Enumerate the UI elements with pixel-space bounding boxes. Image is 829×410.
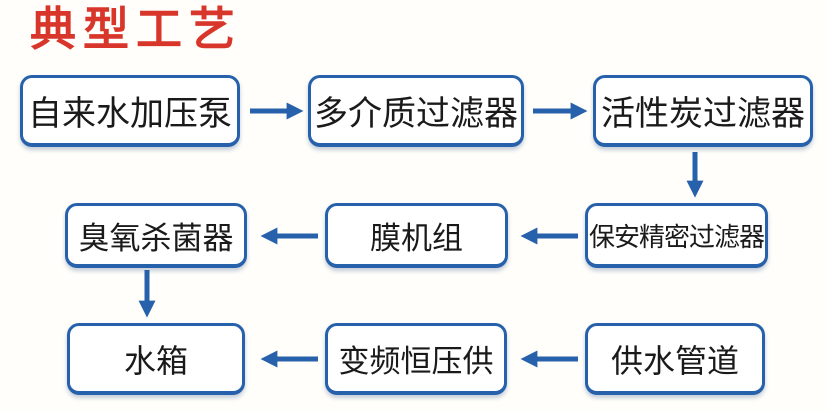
node-water-supply-pipe: 供水管道: [585, 323, 765, 395]
page-title: 典型工艺: [30, 3, 242, 55]
node-activated-carbon-filter: 活性炭过滤器: [593, 75, 813, 147]
node-security-precision-filter: 保安精密过滤器: [585, 203, 768, 268]
node-multimedia-filter: 多介质过滤器: [308, 75, 524, 147]
node-ozone-sterilizer: 臭氧杀菌器: [65, 203, 247, 268]
node-tap-water-pump: 自来水加压泵: [20, 75, 240, 147]
node-water-tank: 水箱: [67, 323, 245, 395]
node-membrane-unit: 膜机组: [325, 203, 508, 268]
node-vfd-constant-pressure: 变频恒压供: [325, 323, 507, 395]
